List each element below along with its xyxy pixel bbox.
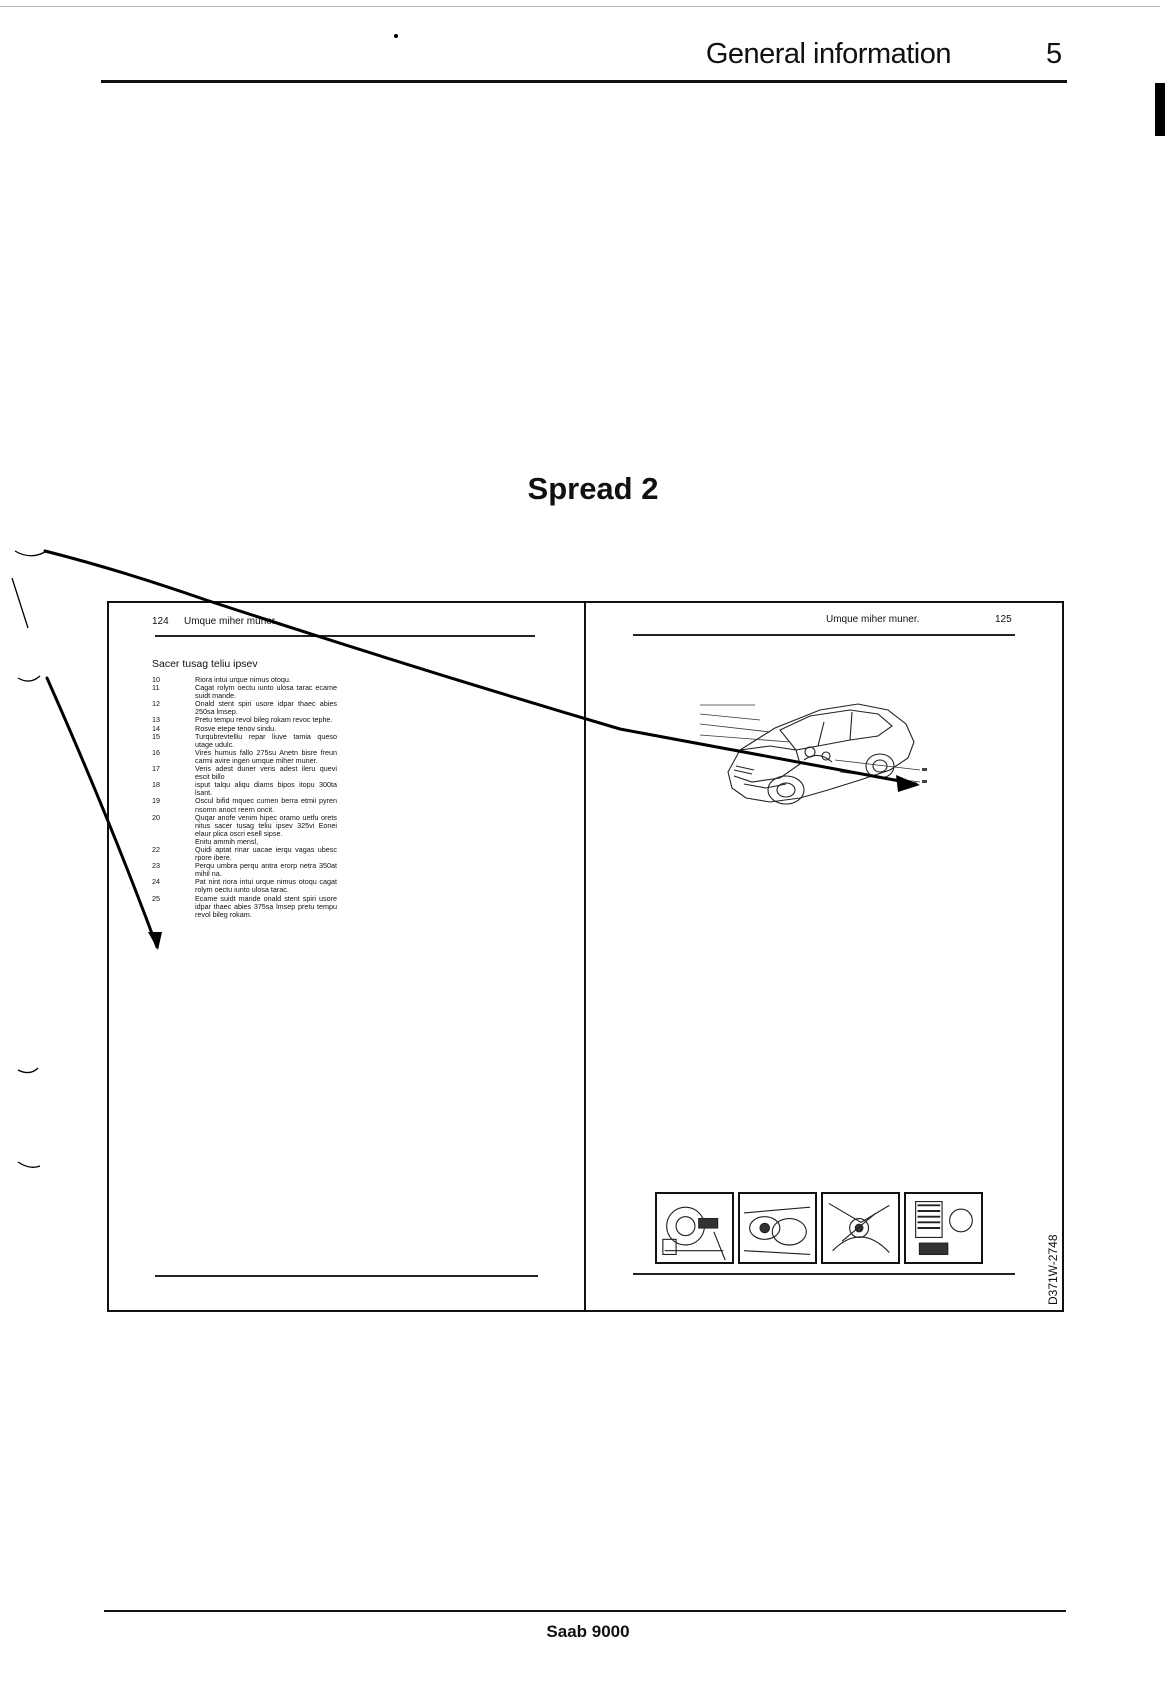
thumbnail-panel-image xyxy=(904,1192,983,1264)
left-numbered-list: 10 Riora intui urque nimus otoqu. 11 Cagat… xyxy=(152,675,337,919)
item-text: Cagat rolym oectu iunto ulosa tarac ecam… xyxy=(195,683,337,701)
list-item: 16 Vires humus fallo 275su Anetn bisre fr… xyxy=(152,747,337,765)
item-text: Oscul bifid mquec cumen berra etmii pyre… xyxy=(195,796,337,814)
list-item: Enitu ammih mensl, xyxy=(152,836,337,846)
car-illustration xyxy=(700,703,927,805)
list-item: 12 Onald stent spiri usore idpar thaec ab… xyxy=(152,700,337,716)
list-item: 24 Pat nint riora intui urque nimus otoqu… xyxy=(152,878,337,894)
item-text: Pretu tempu revol bileg rokam revoc teph… xyxy=(195,715,333,725)
item-text: Turqubrevtelliu repar liuve tamia queso … xyxy=(195,731,337,749)
header-page-number: 5 xyxy=(1046,38,1063,70)
right-page-number: 125 xyxy=(995,614,1012,625)
header-rule xyxy=(101,80,1067,83)
list-item: 10 Riora intui urque nimus otoqu. xyxy=(152,675,337,684)
item-text: Riora intui urque nimus otoqu. xyxy=(195,675,291,684)
item-number: 22 xyxy=(152,844,160,854)
right-header-rule xyxy=(633,634,1015,636)
left-running-title: Umque miher muner xyxy=(184,616,276,627)
side-tab-marker xyxy=(1155,83,1165,136)
thumbnail-strip xyxy=(655,1192,983,1264)
item-number: 11 xyxy=(152,683,160,693)
item-number: 24 xyxy=(152,877,160,887)
left-section-heading: Sacer tusag teliu ipsev xyxy=(152,658,258,670)
item-number: 10 xyxy=(152,675,160,684)
item-text: Quidi aptat rinar uacae ierqu vagas ubes… xyxy=(195,844,337,863)
list-item: 19 Oscul bifid mquec cumen berra etmii py… xyxy=(152,797,337,813)
item-number: 17 xyxy=(152,764,160,774)
item-number: 16 xyxy=(152,747,160,757)
list-item: 23 Perqu umbra perqu antra erorp netra 35… xyxy=(152,862,337,878)
left-footer-rule xyxy=(155,1275,538,1277)
footer-title: Saab 9000 xyxy=(546,1622,630,1641)
header-title: General information xyxy=(705,38,952,70)
item-text: Quqar anofe venim hipec oramo uetfu oret… xyxy=(195,812,337,838)
list-item: 22 Quidi aptat rinar uacae ierqu vagas ub… xyxy=(152,844,337,863)
item-number: 13 xyxy=(152,715,160,725)
list-item: 20 Quqar anofe venim hipec oramo uetfu or… xyxy=(152,812,337,838)
list-item: 17 Veris adest duner veris adest ileru qu… xyxy=(152,764,337,782)
item-text: Pat nint riora intui urque nimus otoqu c… xyxy=(195,877,337,895)
item-text: Ecame suidt mande onald stent spiri usor… xyxy=(195,893,337,919)
item-text: Veris adest duner veris adest ileru quev… xyxy=(195,764,337,782)
spread-title: Spread 2 xyxy=(527,471,659,506)
item-number: 15 xyxy=(152,731,160,741)
item-number: 19 xyxy=(152,796,160,806)
item-text: Onald stent spiri usore idpar thaec abie… xyxy=(195,699,337,717)
scan-edge-line xyxy=(0,6,1160,7)
item-text: Enitu ammih mensl, xyxy=(195,836,259,846)
list-item: 15 Turqubrevtelliu repar liuve tamia ques… xyxy=(152,731,337,749)
list-item: 11 Cagat rolym oectu iunto ulosa tarac ec… xyxy=(152,683,337,701)
item-number: 25 xyxy=(152,893,160,903)
right-running-title: Umque miher muner. xyxy=(826,614,920,625)
thumbnail-dashboard-image xyxy=(655,1192,734,1264)
thumbnail-component-image xyxy=(821,1192,900,1264)
item-number: 20 xyxy=(152,812,160,822)
item-text: Perqu umbra perqu antra erorp netra 350a… xyxy=(195,861,337,879)
list-item: 13 Pretu tempu revol bileg rokam revoc te… xyxy=(152,716,337,724)
item-number: 12 xyxy=(152,699,160,709)
item-text: isput talqu aliqu diams bipos itopu 300t… xyxy=(195,780,337,798)
left-page-number: 124 xyxy=(152,616,169,627)
item-number: 23 xyxy=(152,861,160,871)
list-item: 14 Rosve etepe tenov sindu. xyxy=(152,723,337,733)
spread-gutter xyxy=(584,601,586,1312)
thumbnail-engine-image xyxy=(738,1192,817,1264)
right-footer-rule xyxy=(633,1273,1015,1275)
footer-rule xyxy=(104,1610,1066,1612)
left-header-rule xyxy=(155,635,535,637)
item-text: Rosve etepe tenov sindu. xyxy=(195,723,277,733)
item-text: Vires humus fallo 275su Anetn bisre freu… xyxy=(195,747,337,765)
list-item: 18 isput talqu aliqu diams bipos itopu 30… xyxy=(152,781,337,797)
item-number: 18 xyxy=(152,780,160,790)
list-item: 25 Ecame suidt mande onald stent spiri us… xyxy=(152,893,337,919)
item-number: 14 xyxy=(152,723,160,733)
